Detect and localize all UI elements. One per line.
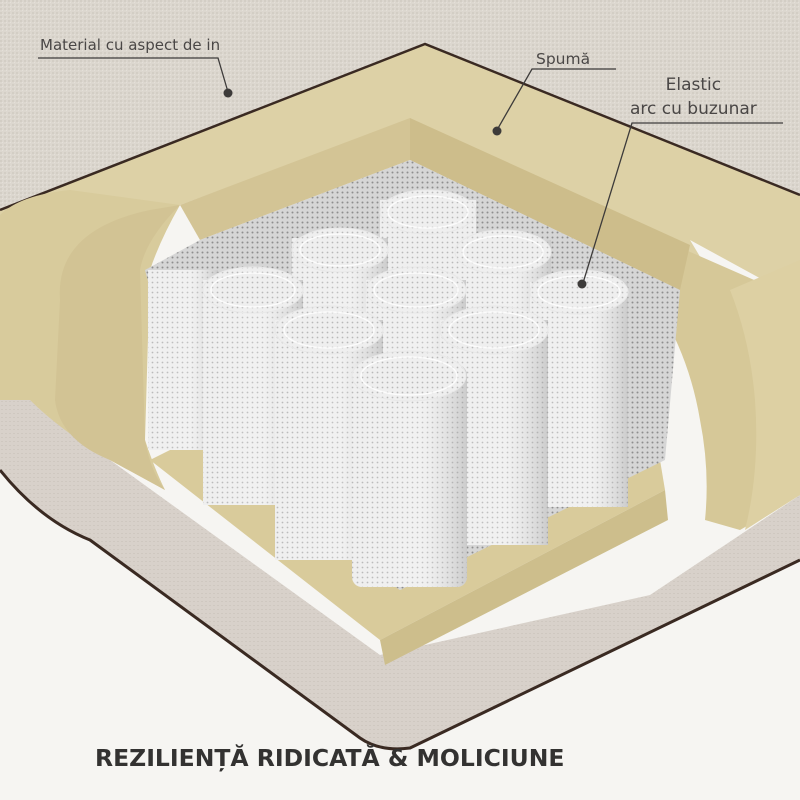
foam-inner-back-left xyxy=(180,118,410,240)
callout-spring-line2: arc cu buzunar xyxy=(630,99,757,119)
callout-fabric-dot xyxy=(223,88,233,98)
foam-bottom-slab xyxy=(150,440,665,640)
callout-foam-dot xyxy=(492,126,502,136)
foam-right-face xyxy=(730,260,800,530)
callout-fabric-label: Material cu aspect de in xyxy=(40,36,221,54)
fabric-cover-bottom xyxy=(0,210,800,749)
foam-inner-back-right xyxy=(410,118,690,290)
callout-spring-dot xyxy=(577,279,587,289)
callout-foam-label: Spumă xyxy=(536,50,591,68)
callout-spring-line1: Elastic xyxy=(665,75,722,95)
callout-spring-label: Elastic arc cu buzunar xyxy=(630,73,757,121)
callout-fabric-line xyxy=(38,57,229,93)
callout-foam-line xyxy=(496,68,616,131)
callout-spring-line xyxy=(582,122,783,284)
headline: REZILIENȚĂ RIDICATĂ & MOLICIUNE xyxy=(95,744,565,772)
mattress-outline xyxy=(0,469,800,751)
pocket-springs xyxy=(148,189,629,587)
foam-left-cut xyxy=(55,205,180,490)
foam-top xyxy=(0,44,800,300)
fabric-cover-top xyxy=(0,0,800,210)
